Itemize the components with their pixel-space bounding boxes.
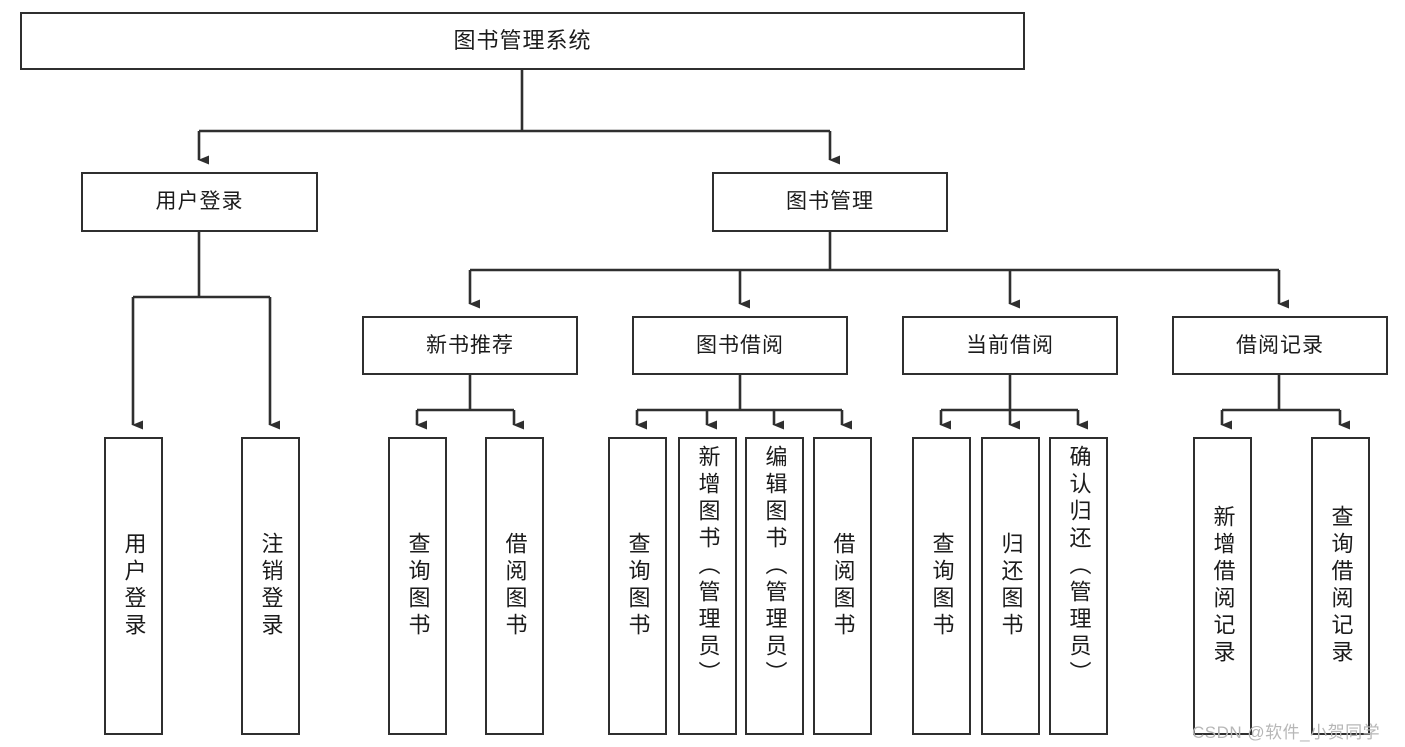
node-label: 编辑图书（管理员） (762, 445, 788, 688)
node-label: 用户登录 (155, 190, 244, 214)
node-leaf-user-login[interactable]: 用户登录 (104, 437, 163, 735)
node-current-borrow[interactable]: 当前借阅 (902, 316, 1118, 375)
node-label: 新增图书（管理员） (695, 445, 721, 688)
node-label: 新增借阅记录 (1210, 505, 1236, 667)
node-leaf-query-record[interactable]: 查询借阅记录 (1311, 437, 1370, 735)
node-leaf-add-record[interactable]: 新增借阅记录 (1193, 437, 1252, 735)
node-new-book-recommend[interactable]: 新书推荐 (362, 316, 578, 375)
node-label: 借阅图书 (502, 532, 528, 640)
node-leaf-borrow-book-1[interactable]: 借阅图书 (485, 437, 544, 735)
node-book-borrow[interactable]: 图书借阅 (632, 316, 848, 375)
node-label: 图书管理 (786, 190, 874, 214)
node-leaf-borrow-book-2[interactable]: 借阅图书 (813, 437, 872, 735)
node-label: 用户登录 (121, 532, 147, 640)
csdn-watermark: CSDN @软件_小贺同学 (1192, 723, 1381, 742)
node-label: 借阅图书 (830, 532, 856, 640)
node-leaf-query-book-1[interactable]: 查询图书 (388, 437, 447, 735)
node-leaf-add-book[interactable]: 新增图书（管理员） (678, 437, 737, 735)
node-label: 借阅记录 (1236, 333, 1324, 357)
node-label: 查询图书 (929, 532, 955, 640)
node-borrow-record[interactable]: 借阅记录 (1172, 316, 1388, 375)
node-label: 归还图书 (998, 532, 1024, 640)
node-leaf-query-book-2[interactable]: 查询图书 (608, 437, 667, 735)
node-label: 查询图书 (625, 532, 651, 640)
node-leaf-logout-login[interactable]: 注销登录 (241, 437, 300, 735)
node-label: 查询借阅记录 (1328, 505, 1354, 667)
node-leaf-query-book-3[interactable]: 查询图书 (912, 437, 971, 735)
node-leaf-return-book[interactable]: 归还图书 (981, 437, 1040, 735)
node-label: 新书推荐 (426, 333, 514, 357)
node-root-book-management-system[interactable]: 图书管理系统 (20, 12, 1025, 70)
node-label: 确认归还（管理员） (1066, 445, 1092, 688)
node-label: 图书管理系统 (453, 27, 592, 53)
node-label: 注销登录 (258, 532, 284, 640)
node-user-login[interactable]: 用户登录 (81, 172, 318, 232)
node-leaf-confirm-return[interactable]: 确认归还（管理员） (1049, 437, 1108, 735)
node-label: 当前借阅 (966, 333, 1054, 357)
node-leaf-edit-book[interactable]: 编辑图书（管理员） (745, 437, 804, 735)
node-book-manage[interactable]: 图书管理 (712, 172, 948, 232)
node-label: 查询图书 (405, 532, 431, 640)
node-label: 图书借阅 (696, 333, 784, 357)
